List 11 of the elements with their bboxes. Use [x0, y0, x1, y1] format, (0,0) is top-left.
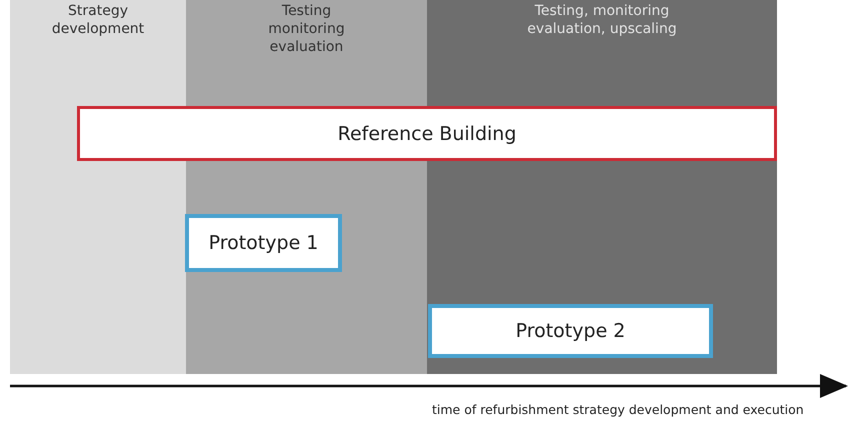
phase-title: Strategy development — [50, 2, 146, 38]
phase-title: Testing, monitoring evaluation, upscaling — [526, 2, 678, 38]
phase-title: Testing monitoring evaluation — [267, 2, 346, 56]
box-label: Prototype 2 — [516, 320, 626, 342]
box-label: Reference Building — [338, 122, 516, 144]
box-label: Prototype 1 — [208, 232, 318, 254]
phase-band — [10, 0, 186, 374]
prototype-box — [185, 214, 342, 272]
axis-label: time of refurbishment strategy development and execution — [432, 402, 804, 417]
reference-box — [77, 106, 777, 161]
prototype-box — [428, 304, 713, 358]
